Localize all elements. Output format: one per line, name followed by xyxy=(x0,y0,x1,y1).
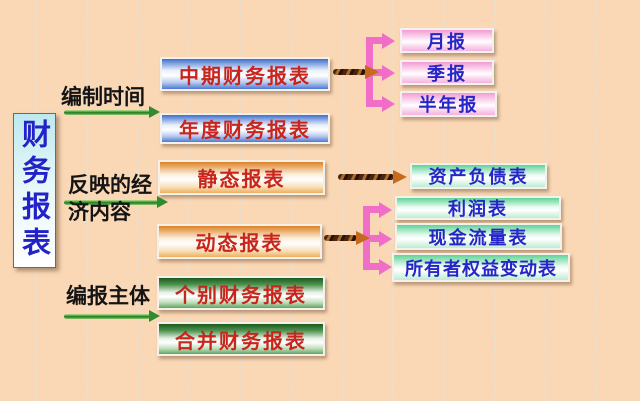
node-semiannual-report: 半年报 xyxy=(400,91,497,117)
gridline xyxy=(239,0,241,401)
fork-arrow-icon xyxy=(363,258,392,275)
category-label-entity: 编报主体 xyxy=(66,284,150,308)
node-monthly-report: 月报 xyxy=(400,28,494,53)
fork-arrow-icon xyxy=(366,32,395,49)
gridline xyxy=(596,0,598,401)
fork-arrow-icon xyxy=(363,201,392,218)
node-balance-sheet: 资产负债表 xyxy=(410,163,547,189)
fork-arrow-icon xyxy=(366,95,395,112)
node-dynamic-report: 动态报表 xyxy=(157,224,322,259)
diagram-title: 财务报表 xyxy=(13,113,56,268)
gridline xyxy=(341,0,343,401)
node-annual-report: 年度财务报表 xyxy=(160,113,330,144)
category-label-time: 编制时间 xyxy=(61,85,145,109)
node-quarterly-report: 季报 xyxy=(400,60,494,85)
node-cash-flow-statement: 现金流量表 xyxy=(395,223,562,250)
node-static-report: 静态报表 xyxy=(158,160,325,195)
gridline xyxy=(290,0,292,401)
rope-arrow-icon xyxy=(338,169,407,184)
node-income-statement: 利润表 xyxy=(395,196,561,220)
node-interim-report: 中期财务报表 xyxy=(160,57,330,91)
green-arrow-icon xyxy=(64,310,160,322)
fork-arrow-icon xyxy=(363,230,392,247)
node-consolidated-report: 合并财务报表 xyxy=(157,322,325,356)
gridline xyxy=(392,0,394,401)
rope-arrow-icon xyxy=(333,64,379,79)
rope-arrow-icon xyxy=(324,230,370,245)
gridline xyxy=(188,0,190,401)
green-arrow-icon xyxy=(64,196,168,208)
node-equity-changes-statement: 所有者权益变动表 xyxy=(392,253,570,282)
green-arrow-icon xyxy=(64,106,160,118)
category-label-content: 反映的经济内容 xyxy=(68,173,152,224)
node-individual-report: 个别财务报表 xyxy=(157,276,325,310)
